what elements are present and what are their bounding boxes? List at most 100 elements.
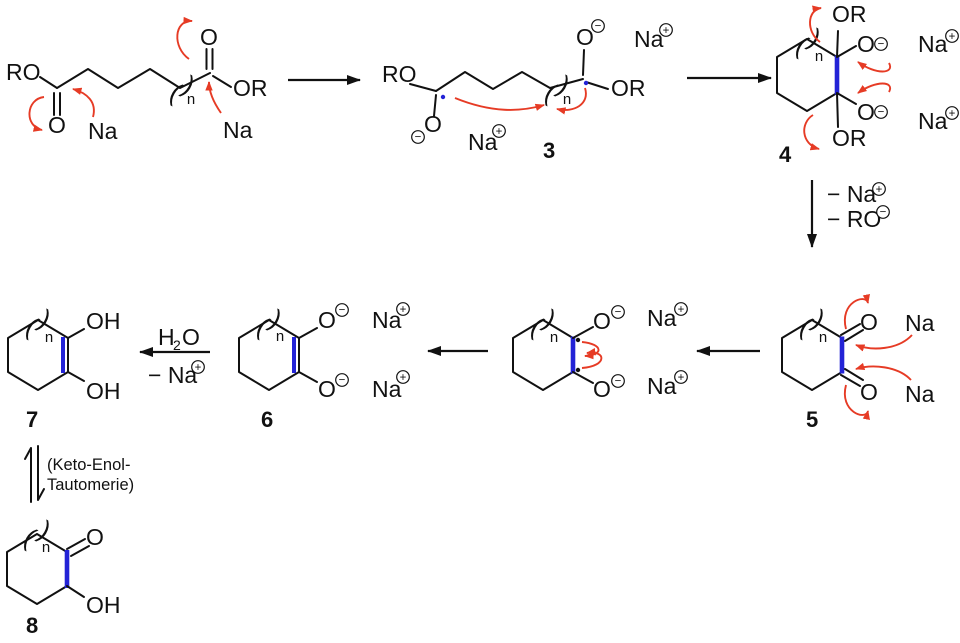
svg-text:+: + — [678, 372, 685, 384]
repeat-subscript: n — [276, 328, 284, 345]
structure-number-5: 5 — [806, 407, 818, 432]
ro-group-label: RO — [6, 59, 41, 85]
ro-group-label: RO — [382, 61, 417, 87]
minus-charge-icon: − — [874, 105, 888, 119]
hydroxyl-bonds — [67, 328, 85, 382]
svg-text:−: − — [615, 307, 622, 319]
minus-charge-icon: − — [611, 374, 625, 388]
structure-3-ketyl-diradical: RO O O OR Na Na ( ) n 3 − − + + — [382, 19, 673, 163]
hydroxyl-label: OH — [86, 378, 121, 404]
minus-charge-icon: − — [335, 373, 349, 387]
equilibrium-arrow-up — [24, 447, 32, 503]
ester-bond-left — [39, 76, 58, 89]
electron-arrow — [205, 81, 222, 114]
svg-text:−: − — [339, 305, 346, 317]
electron-arrow — [556, 87, 587, 115]
radical-electron-dot — [440, 94, 446, 100]
structure-8-acyloin: O OH 8 ( ) n — [6, 515, 121, 638]
electron-arrow — [581, 341, 600, 360]
electron-arrow — [855, 334, 913, 352]
carbonyl-double-bond-right — [205, 48, 214, 70]
ring-bonds — [512, 319, 574, 391]
svg-text:+: + — [496, 126, 503, 138]
hydroxyl-bond — [66, 585, 85, 598]
plus-charge-icon: + — [659, 23, 673, 37]
oxygen-label: O — [576, 24, 594, 50]
chain-bonds — [56, 68, 211, 89]
oxygen-label: O — [424, 111, 442, 137]
minus-sodium-annotation: − Na — [827, 181, 876, 207]
repeat-subscript: n — [819, 329, 827, 346]
repeat-subscript: n — [563, 91, 571, 108]
electron-arrow — [809, 5, 822, 43]
carbonyl-double-bond — [66, 538, 90, 557]
structure-4-cyclic-dialkoxide: OR O O OR Na Na 4 ( ) n − − + + — [776, 1, 959, 167]
svg-text:+: + — [400, 372, 407, 384]
or-group-label: OR — [611, 75, 646, 101]
tautomerie-annotation-line1: (Keto-Enol- — [47, 456, 130, 474]
hydroxyl-label: OH — [86, 308, 121, 334]
ring-bonds — [7, 319, 69, 391]
oxygen-label: O — [860, 379, 878, 405]
ester-bond-right — [585, 81, 609, 90]
svg-text:−: − — [615, 376, 622, 388]
svg-text:−: − — [415, 132, 422, 144]
svg-text:−: − — [339, 375, 346, 387]
structure-diradical-dialkoxide: O O Na Na ( ) n − − + + — [512, 302, 688, 402]
minus-sodium-annotation: − Na — [148, 362, 197, 388]
plus-charge-icon: + — [396, 370, 410, 384]
structure-number-8: 8 — [26, 613, 38, 638]
plus-charge-icon: + — [872, 182, 886, 196]
radical-electron-dot — [575, 367, 581, 373]
plus-charge-icon: + — [945, 106, 959, 120]
tautomerie-annotation-line2: Tautomerie) — [47, 476, 134, 494]
water-o: O — [182, 324, 200, 350]
sodium-label: Na — [918, 108, 948, 134]
oxygen-label: O — [200, 24, 218, 50]
carbonyl-double-bond-bottom — [840, 368, 864, 387]
ester-bond-left — [409, 83, 437, 92]
sodium-label: Na — [372, 376, 402, 402]
oxide-bonds — [572, 326, 594, 384]
sodium-label: Na — [634, 26, 664, 52]
electron-arrow — [803, 114, 820, 151]
carbonyl-double-bond-left — [53, 92, 61, 116]
svg-text:+: + — [949, 31, 956, 43]
plus-charge-icon: + — [945, 29, 959, 43]
svg-text:−: − — [595, 21, 602, 33]
oxide-bonds — [298, 327, 318, 383]
structure-6-enediolate: O O Na Na 6 ( ) n − − + + — [238, 302, 410, 432]
structure-number-6: 6 — [261, 407, 273, 432]
electron-arrow — [454, 97, 545, 111]
ring-bonds — [781, 319, 843, 391]
minus-charge-icon: − — [611, 305, 625, 319]
electron-arrow — [855, 362, 912, 381]
hydrolysis-step: H 2 O − Na + — [139, 324, 210, 388]
ring-bonds — [238, 319, 300, 391]
substituent-bonds — [836, 30, 857, 128]
oxygen-label: O — [48, 112, 66, 138]
oxygen-label: O — [860, 309, 878, 335]
equilibrium-arrow-down — [37, 445, 45, 501]
electron-arrow — [857, 82, 892, 94]
ring-bonds — [6, 533, 68, 605]
sodium-label: Na — [647, 305, 677, 331]
svg-text:−: − — [878, 107, 885, 119]
svg-text:+: + — [663, 25, 670, 37]
tautomerization-step: (Keto-Enol- Tautomerie) — [24, 445, 134, 503]
carbonyl-double-bond-top — [840, 323, 864, 342]
sodium-label: Na — [223, 117, 253, 143]
plus-charge-icon: + — [674, 370, 688, 384]
radical-electron-dot — [583, 80, 589, 86]
sodium-label: Na — [647, 373, 677, 399]
electron-arrow — [581, 348, 603, 369]
or-group-label: OR — [832, 125, 867, 151]
structure-number-4: 4 — [779, 142, 792, 167]
repeat-subscript: n — [550, 329, 558, 346]
structure-5-diketone: O O Na Na 5 ( ) n — [781, 293, 935, 432]
water-h: H — [158, 324, 175, 350]
radical-electron-dot — [575, 337, 581, 343]
minus-charge-icon: − — [876, 205, 890, 219]
